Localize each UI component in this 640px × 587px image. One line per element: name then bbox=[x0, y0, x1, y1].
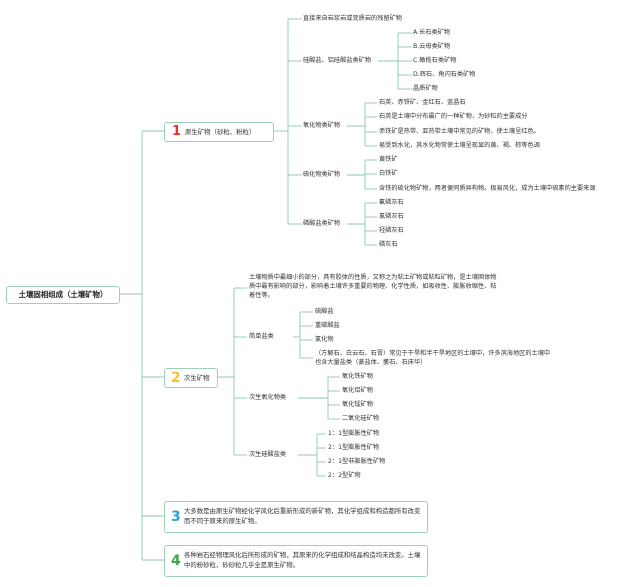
b2-oxides-item-1[interactable]: 氧化铁矿物 bbox=[342, 373, 373, 380]
b1-oxide-item-3[interactable]: 赤铁矿是热带、亚热带土壤中常见的矿物，使土壤呈红色。 bbox=[379, 128, 540, 135]
b1-sulfide-item-3[interactable]: 含铁的硫化物矿物，两者便同质异构物。极易风化，成为土壤中硫素的主要来源 bbox=[379, 185, 596, 192]
b1-phosphate-item-4[interactable]: 磷灰石 bbox=[379, 241, 398, 248]
b2-salts-item-4[interactable]: （方解石、白云石、石膏）常见于干旱和半干旱地区的土壤中，许多滨海地区的土壤中也含… bbox=[315, 350, 551, 366]
b1-phosphate-item-2[interactable]: 氯磷灰石 bbox=[379, 213, 404, 220]
b1-sulfide-item-1[interactable]: 黄铁矿 bbox=[379, 156, 398, 163]
b2-silicates-node[interactable]: 次生硅酸盐类 bbox=[249, 451, 287, 458]
b1-phosphate-item-3[interactable]: 羟磷灰石 bbox=[379, 227, 404, 234]
b2-intro-text[interactable]: 土壤物质中最细小的部分，具有胶体的性质，又称之为粘土矿物或粘粒矿物，是土壤固体物… bbox=[249, 274, 497, 299]
b2-silicates-item-3[interactable]: 2：1型非膨胀性矿物 bbox=[328, 458, 386, 465]
branch-2-label: 次生矿物 bbox=[184, 374, 210, 382]
b1-oxide-item-1[interactable]: 石英、赤铁矿、金红石、蓝晶石 bbox=[379, 99, 466, 106]
b1-sulfide-node[interactable]: 硫化物类矿物 bbox=[303, 171, 341, 178]
b1-silicate-item-c[interactable]: C.橄榄石类矿物 bbox=[413, 57, 457, 64]
b2-silicates-item-2[interactable]: 2：1型膨胀性矿物 bbox=[328, 444, 380, 451]
branch-4-text: 各种岩石经物理风化后所形成的矿物，其原来的化学组成和结晶构造均未改变。土壤中的粉… bbox=[184, 551, 421, 569]
branch-4-number: 4 bbox=[171, 553, 181, 569]
b1-silicate-node[interactable]: 硅酸盐、铝硅酸盐类矿物 bbox=[303, 57, 372, 64]
b1-silicate-item-d[interactable]: D.辉石、角闪石类矿物 bbox=[413, 71, 476, 78]
branch-3-node[interactable]: 3 大多数是由原生矿物经化学风化后重新形成的新矿物，其化学组成和构造都所有改变而… bbox=[164, 501, 428, 533]
b2-silicates-item-4[interactable]: 2：2型矿物 bbox=[328, 472, 361, 479]
b1-phosphate-node[interactable]: 磷酸盐类矿物 bbox=[303, 220, 341, 227]
b2-salts-item-3[interactable]: 氯化物 bbox=[315, 336, 334, 343]
b2-salts-item-2[interactable]: 重碳酸盐 bbox=[315, 322, 340, 329]
b2-silicates-item-1[interactable]: 1：1型膨胀性矿物 bbox=[328, 430, 380, 437]
b1-phosphate-item-1[interactable]: 氟磷灰石 bbox=[379, 199, 404, 206]
branch-3-text: 大多数是由原生矿物经化学风化后重新形成的新矿物，其化学组成和构造都所有改变而不同… bbox=[184, 507, 421, 525]
b1-sulfide-item-2[interactable]: 白铁矿 bbox=[379, 170, 398, 177]
b1-top-note[interactable]: 直接来自岩浆岩或变质岩的残留矿物 bbox=[303, 15, 402, 22]
branch-1-node[interactable]: 1 原生矿物（砂粒、粉粒） bbox=[164, 122, 274, 142]
branch-3-number: 3 bbox=[171, 509, 181, 525]
branch-1-number: 1 bbox=[172, 124, 182, 139]
b2-oxides-item-3[interactable]: 氧化锰矿物 bbox=[342, 401, 373, 408]
b2-oxides-item-2[interactable]: 氧化铝矿物 bbox=[342, 387, 373, 394]
b1-oxide-item-4[interactable]: 易受到水化，其水化物常使土壤呈现显的黄、褐、棕等色调 bbox=[379, 142, 540, 149]
b1-silicate-item-b[interactable]: B.云母类矿物 bbox=[413, 43, 451, 50]
b2-salts-item-1[interactable]: 硫酸盐 bbox=[315, 308, 334, 315]
b1-oxide-node[interactable]: 氧化物类矿物 bbox=[303, 122, 341, 129]
branch-2-node[interactable]: 2 次生矿物 bbox=[164, 368, 218, 388]
branch-1-label: 原生矿物（砂粒、粉粒） bbox=[185, 128, 256, 136]
branch-4-node[interactable]: 4 各种岩石经物理风化后所形成的矿物，其原来的化学组成和结晶构造均未改变。土壤中… bbox=[164, 545, 428, 577]
b2-oxides-node[interactable]: 次生氧化物类 bbox=[249, 394, 287, 401]
b1-silicate-item-a[interactable]: A.长石类矿物 bbox=[413, 29, 451, 36]
branch-2-number: 2 bbox=[171, 370, 181, 386]
b2-oxides-item-4[interactable]: 二氧化硅矿物 bbox=[342, 415, 380, 422]
b2-salts-node[interactable]: 简单盐类 bbox=[249, 333, 274, 340]
root-node[interactable]: 土壤固相组成（土壤矿物） bbox=[6, 286, 120, 304]
b1-oxide-item-2[interactable]: 石英是土壤中分布最广的一种矿物，为砂粒的主要成分 bbox=[379, 113, 528, 120]
b1-silicate-item-e[interactable]: 晶质矿物 bbox=[413, 85, 438, 92]
